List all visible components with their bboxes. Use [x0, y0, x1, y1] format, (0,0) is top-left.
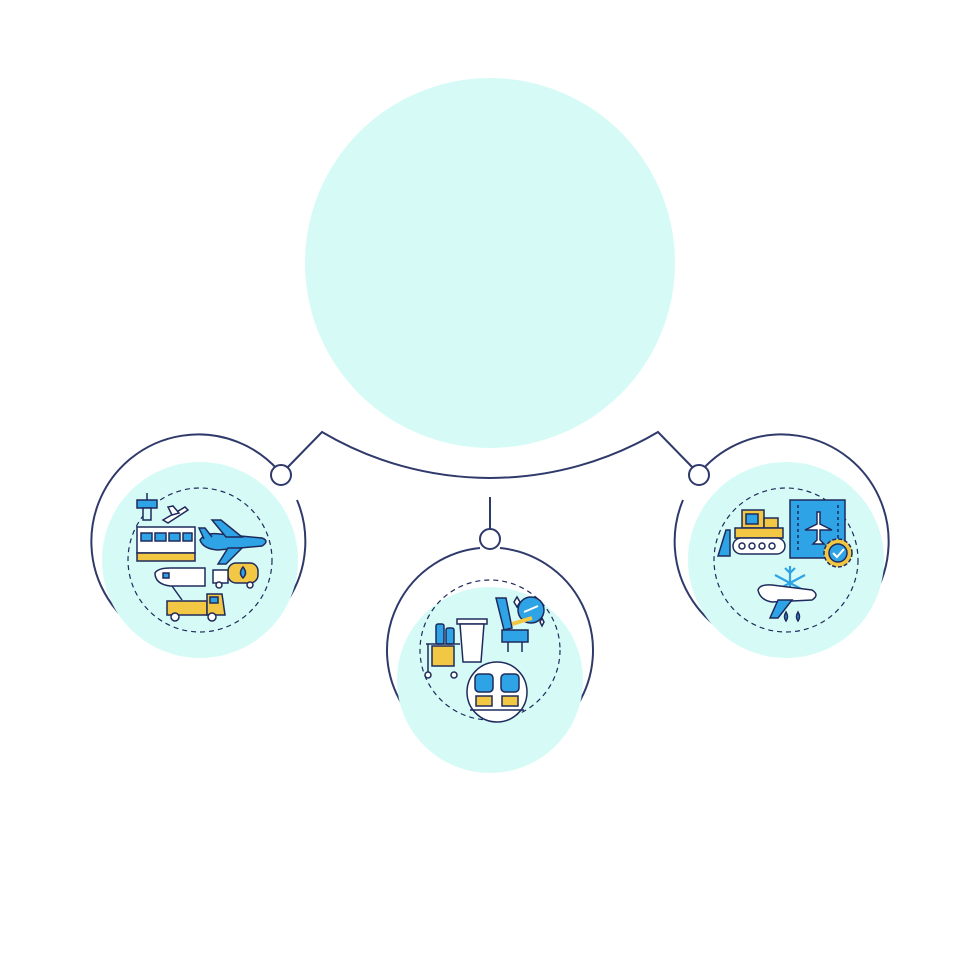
snow-plow-icon	[716, 509, 786, 557]
ground-handling-dashed-ring	[127, 487, 273, 633]
connector-arc	[284, 430, 696, 479]
middle-connector-dot	[479, 528, 501, 550]
gear-check-icon	[823, 538, 853, 568]
control-tower-icon	[136, 493, 158, 521]
seat-cleaning-icon	[495, 595, 545, 652]
tug-truck-icon	[166, 593, 226, 622]
ground-handling-node	[102, 462, 298, 658]
parked-plane-icon	[154, 567, 206, 601]
cleaning-cart-icon	[424, 623, 460, 679]
left-connector-dot	[270, 464, 292, 486]
central-circle	[305, 78, 675, 448]
trash-bin-icon	[456, 618, 488, 663]
terminal-icon	[136, 526, 196, 562]
airplane-icon	[197, 519, 267, 565]
winter-operations-node	[688, 462, 884, 658]
winter-operations-dashed-ring	[713, 487, 859, 633]
deicing-icon	[757, 566, 817, 623]
cabin-seats-icon	[466, 661, 528, 723]
ground-handling-circle	[102, 462, 298, 658]
departing-plane-icon	[161, 505, 190, 524]
fuel-truck-icon	[212, 562, 259, 589]
winter-operations-circle	[688, 462, 884, 658]
right-connector-dot	[688, 464, 710, 486]
cabin-cleaning-node	[397, 579, 583, 773]
